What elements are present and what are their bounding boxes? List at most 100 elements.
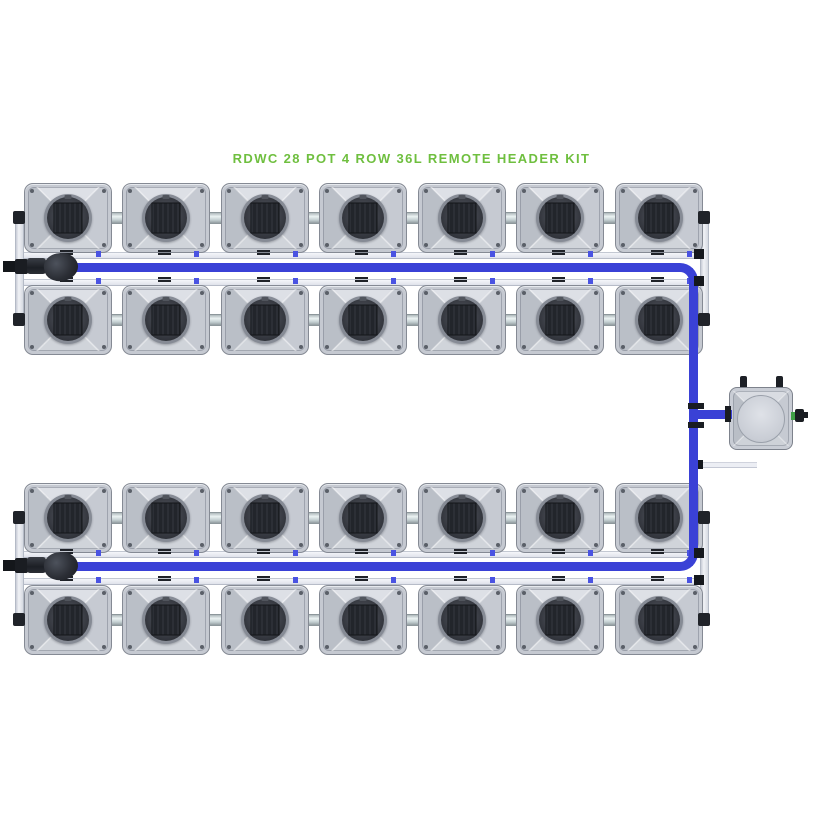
grow-pot [122,285,210,355]
tank-outlet-fitting-green [791,412,795,420]
grow-pot [319,183,407,253]
lid-opening [47,599,89,641]
lid-screw [522,243,526,247]
pot-pipe-connector [158,277,171,279]
lid-ring [142,296,190,344]
lid-screw [424,543,428,547]
lid-screw [325,345,329,349]
pot-pipe-connector [60,250,73,252]
lid-screw [227,543,231,547]
net-basket [545,304,575,336]
pipe-clip-fitting [293,251,298,257]
lid-screw [227,291,231,295]
lid-screw [496,489,500,493]
pipe-clip-fitting [391,251,396,257]
lid-screw [30,345,34,349]
main-flow-riser [689,288,698,549]
lid-screw [621,345,625,349]
lid-screw [299,243,303,247]
pot-pipe-connector [355,250,368,252]
lid-screw [30,591,34,595]
pipe-clip-fitting [194,278,199,284]
lid-screw [424,345,428,349]
elbow-fitting [13,613,25,626]
grow-pot [418,183,506,253]
lid-ring [438,194,486,242]
pipe-clip-fitting [490,278,495,284]
lid-ring [44,296,92,344]
pipe-clip-fitting [687,251,692,257]
pot-pipe-connector [552,277,565,279]
net-basket [348,202,378,234]
net-basket [644,202,674,234]
pipe-end-cap [694,575,704,585]
lid-screw [325,591,329,595]
pipe-clip-fitting [490,550,495,556]
lid-screw [522,291,526,295]
inline-valve [27,557,46,573]
lid-opening [145,599,187,641]
pot-pipe-connector [158,549,171,551]
grow-pot [221,285,309,355]
pot-pipe-connector [257,576,270,578]
lid-screw [128,645,132,649]
lid-screw [424,489,428,493]
pot-pipe-connector [651,549,664,551]
lid-screw [496,189,500,193]
lid-screw [397,543,401,547]
lid-screw [102,591,106,595]
pot-pipe-connector [454,576,467,578]
grow-pot [418,585,506,655]
lid-screw [397,345,401,349]
lid-screw [496,645,500,649]
lid-screw [299,345,303,349]
grow-pot [122,483,210,553]
lid-screw [325,243,329,247]
pot-pipe-connector [651,277,664,279]
tank-return-pipe [701,462,757,468]
lid-screw [227,489,231,493]
lid-opening [441,599,483,641]
lid-screw [496,543,500,547]
lid-screw [102,543,106,547]
lid-screw [496,591,500,595]
lid-screw [693,645,697,649]
net-basket [348,502,378,534]
lid-screw [397,489,401,493]
lid-screw [227,645,231,649]
lid-screw [594,591,598,595]
product-title: RDWC 28 POT 4 ROW 36L REMOTE HEADER KIT [232,151,591,166]
grow-pot [615,285,703,355]
grow-pot [122,183,210,253]
grow-pot [24,183,112,253]
lid-screw [621,189,625,193]
lid-opening [47,299,89,341]
pipe-clip-fitting [96,577,101,583]
grow-pot [319,483,407,553]
lid-screw [522,543,526,547]
lid-screw [30,243,34,247]
lid-screw [30,189,34,193]
pot-pipe-connector [60,549,73,551]
lid-screw [397,591,401,595]
pot-pipe-connector [651,250,664,252]
grow-pot [24,285,112,355]
lid-screw [128,345,132,349]
lid-opening [342,197,384,239]
net-basket [53,604,83,636]
pot-pipe-connector [355,549,368,551]
lid-screw [522,489,526,493]
lid-opening [342,299,384,341]
lid-screw [102,645,106,649]
lid-ring [241,494,289,542]
lid-screw [30,645,34,649]
lid-ring [438,494,486,542]
lid-screw [594,489,598,493]
lid-ring [339,596,387,644]
lid-screw [299,543,303,547]
net-basket [545,502,575,534]
lid-ring [635,296,683,344]
lid-screw [299,591,303,595]
lid-ring [635,194,683,242]
pipe-clip-fitting [194,251,199,257]
